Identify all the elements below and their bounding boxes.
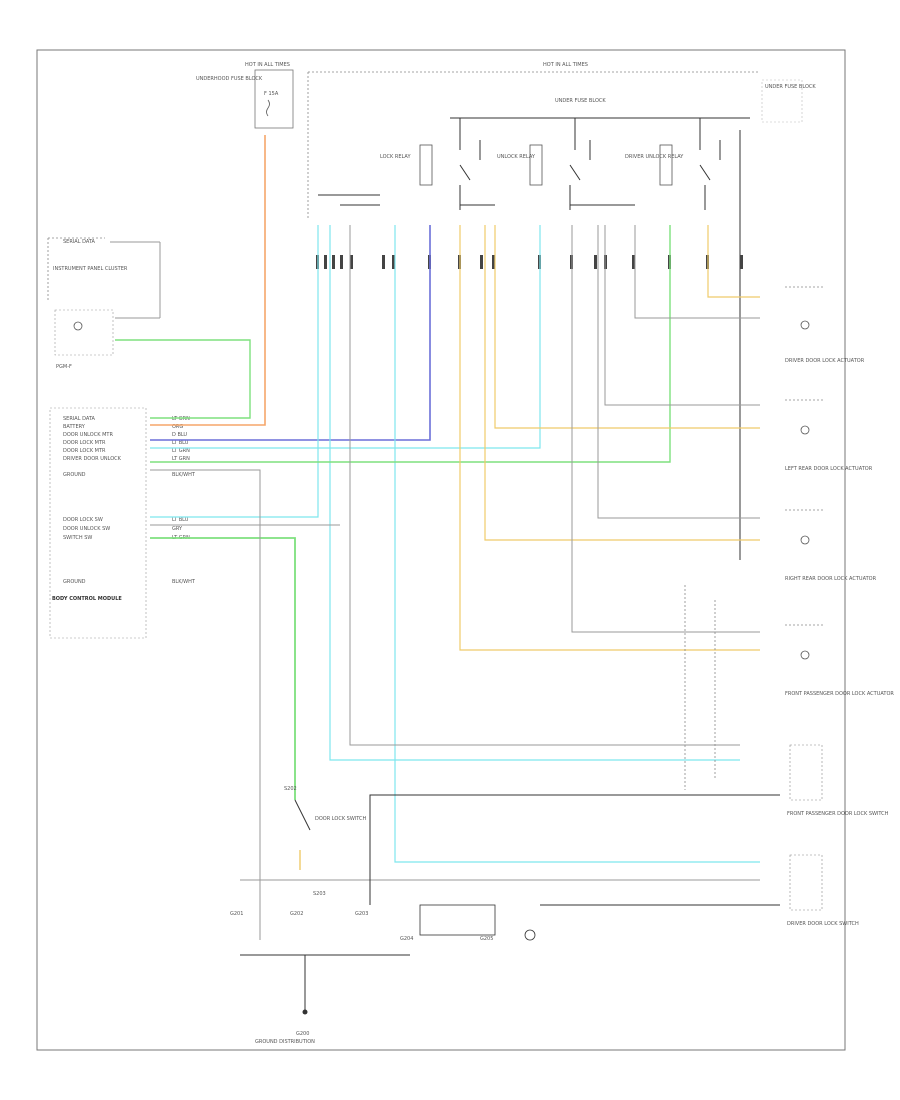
wire-orange (150, 135, 266, 426)
connector-row (316, 255, 743, 269)
svg-text:UNLOCK RELAY: UNLOCK RELAY (497, 154, 536, 160)
svg-text:GROUND: GROUND (63, 579, 86, 585)
svg-text:BLK/WHT: BLK/WHT (172, 472, 196, 478)
wire-blue (150, 225, 431, 441)
svg-text:DOOR LOCK MTR: DOOR LOCK MTR (63, 440, 106, 446)
svg-text:LT GRN: LT GRN (172, 456, 190, 462)
left-rear-lock-actuator: LEFT REAR DOOR LOCK ACTUATOR (785, 399, 873, 472)
ground-terminal (302, 1009, 308, 1015)
fuse-block-box (254, 69, 294, 129)
driver-lock-switch: DRIVER DOOR LOCK SWITCH (787, 854, 859, 927)
right-block-box (761, 79, 803, 123)
svg-text:ORG: ORG (172, 424, 183, 430)
svg-text:DRIVER UNLOCK RELAY: DRIVER UNLOCK RELAY (625, 154, 684, 160)
svg-text:LT BLU: LT BLU (172, 440, 189, 446)
right-rear-lock-actuator: RIGHT REAR DOOR LOCK ACTUATOR (785, 509, 877, 582)
passenger-lock-switch: FRONT PASSENGER DOOR LOCK SWITCH (787, 744, 889, 817)
wire-cyan-1 (150, 225, 541, 449)
svg-text:G203: G203 (355, 911, 368, 917)
diagram-frame (36, 49, 846, 1051)
svg-text:RIGHT REAR DOOR LOCK ACTUATOR: RIGHT REAR DOOR LOCK ACTUATOR (785, 576, 877, 582)
svg-text:LT BLU: LT BLU (172, 517, 189, 523)
left-module-box (54, 309, 114, 356)
bcm-box (49, 407, 147, 639)
door-lock-switch-mid: DOOR LOCK SWITCH S202 S203 (284, 786, 367, 897)
wire-yellow-4 (459, 225, 760, 651)
svg-text:GRY: GRY (172, 526, 183, 532)
hot-label-left: HOT IN ALL TIMES (245, 62, 290, 68)
svg-text:SWITCH SW: SWITCH SW (63, 535, 92, 541)
svg-text:DRIVER DOOR LOCK SWITCH: DRIVER DOOR LOCK SWITCH (787, 921, 859, 927)
right-block-label: UNDER FUSE BLOCK (765, 84, 816, 90)
driver-door-lock-actuator: DRIVER DOOR LOCK ACTUATOR (785, 286, 865, 364)
left-marker: PGM-F (56, 364, 72, 370)
svg-text:BLK/WHT: BLK/WHT (172, 579, 196, 585)
hot-label-mid: HOT IN ALL TIMES (543, 62, 588, 68)
wire-yellow-3 (484, 225, 760, 541)
svg-text:GROUND: GROUND (63, 472, 86, 478)
ground-row: G201 G202 G203 G204 G205 (230, 904, 536, 942)
fuse-block-label: UNDERHOOD FUSE BLOCK (196, 76, 263, 82)
wire-cyan-4 (394, 225, 760, 863)
passenger-lock-actuator: FRONT PASSENGER DOOR LOCK ACTUATOR (785, 624, 894, 697)
bcm-label: BODY CONTROL MODULE (52, 596, 122, 602)
fuse-label: F 15A (264, 91, 279, 97)
instrument-cluster-label: INSTRUMENT PANEL CLUSTER (53, 266, 128, 272)
svg-text:G202: G202 (290, 911, 303, 917)
ground-caption: GROUND DISTRIBUTION (255, 1039, 315, 1045)
ground-bottom-label: G200 (296, 1031, 309, 1037)
svg-text:S202: S202 (284, 786, 297, 792)
relay-driver-unlock: DRIVER UNLOCK RELAY (625, 118, 721, 210)
svg-text:DOOR LOCK SWITCH: DOOR LOCK SWITCH (315, 816, 367, 822)
relay-lock: LOCK RELAY (380, 118, 481, 210)
svg-text:G201: G201 (230, 911, 243, 917)
wire-cyan-3 (329, 225, 740, 761)
fuse-symbol (266, 99, 270, 117)
relay-unlock: UNLOCK RELAY (497, 118, 591, 210)
svg-text:G204: G204 (400, 936, 413, 942)
svg-text:SERIAL DATA: SERIAL DATA (63, 416, 96, 422)
wire-cyan-2 (150, 225, 319, 518)
svg-text:FRONT PASSENGER DOOR LOCK ACTU: FRONT PASSENGER DOOR LOCK ACTUATOR (785, 691, 894, 697)
svg-text:D BLU: D BLU (172, 432, 187, 438)
svg-text:DOOR LOCK SW: DOOR LOCK SW (63, 517, 103, 523)
svg-text:FRONT PASSENGER DOOR LOCK SWIT: FRONT PASSENGER DOOR LOCK SWITCH (787, 811, 889, 817)
wire-green-2 (150, 225, 671, 463)
svg-text:DOOR UNLOCK SW: DOOR UNLOCK SW (63, 526, 110, 532)
svg-text:BATTERY: BATTERY (63, 424, 86, 430)
svg-text:DOOR UNLOCK MTR: DOOR UNLOCK MTR (63, 432, 113, 438)
svg-text:DRIVER DOOR LOCK ACTUATOR: DRIVER DOOR LOCK ACTUATOR (785, 358, 865, 364)
svg-text:LOCK RELAY: LOCK RELAY (380, 154, 411, 160)
bcm-pin-list: SERIAL DATA LT GRN BATTERY ORG DOOR UNLO… (63, 416, 196, 585)
relay-bus-label: UNDER FUSE BLOCK (555, 98, 606, 104)
svg-text:LT GRN: LT GRN (172, 416, 190, 422)
wire-green-3 (150, 537, 296, 800)
wire-green-serial (115, 339, 251, 419)
svg-text:LEFT REAR DOOR LOCK ACTUATOR: LEFT REAR DOOR LOCK ACTUATOR (785, 466, 873, 472)
svg-text:G205: G205 (480, 936, 493, 942)
svg-text:S203: S203 (313, 891, 326, 897)
svg-text:LT GRN: LT GRN (172, 448, 190, 454)
wire-yellow-1 (707, 225, 760, 298)
svg-text:DOOR LOCK MTR: DOOR LOCK MTR (63, 448, 106, 454)
wire-yellow-2 (494, 225, 760, 429)
svg-text:DRIVER DOOR UNLOCK: DRIVER DOOR UNLOCK (63, 456, 122, 462)
serial-data-label: SERIAL DATA (63, 239, 96, 245)
